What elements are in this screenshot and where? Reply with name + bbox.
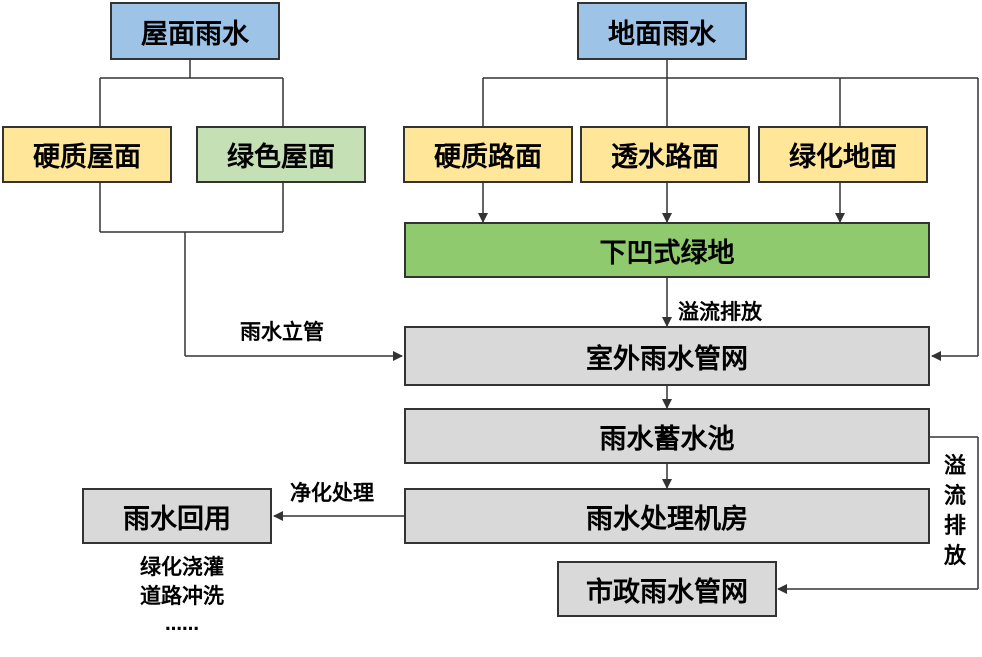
hard-road-node: 硬质路面 (403, 126, 573, 183)
reuse-label: 雨水回用 (123, 503, 231, 535)
list-item: …… (165, 615, 199, 635)
ground-rain-label: 地面雨水 (608, 18, 716, 50)
municipal-network-node: 市政雨水管网 (557, 561, 777, 617)
roof-rain-label: 屋面雨水 (141, 18, 249, 50)
green-ground-label: 绿化地面 (789, 142, 897, 173)
hard-roof-label: 硬质屋面 (33, 142, 141, 173)
outdoor-pipe-network-node: 室外雨水管网 (404, 326, 930, 386)
permeable-road-label: 透水路面 (611, 142, 719, 173)
overflow-vertical-char: 溢 (943, 454, 966, 479)
storage-tank-label: 雨水蓄水池 (599, 423, 735, 455)
overflow-vertical-char: 排 (943, 514, 966, 539)
treatment-room-node: 雨水处理机房 (404, 488, 930, 544)
reuse-node: 雨水回用 (82, 488, 272, 544)
storage-tank-node: 雨水蓄水池 (404, 408, 930, 464)
treatment-room-label: 雨水处理机房 (586, 503, 748, 535)
green-roof-label: 绿色屋面 (227, 142, 335, 173)
municipal-network-label: 市政雨水管网 (586, 576, 748, 608)
sunken-greenland-label: 下凹式绿地 (599, 237, 735, 269)
green-roof-node: 绿色屋面 (196, 126, 366, 183)
purify-label: 净化处理 (290, 481, 374, 505)
reuse-list: 绿化浇灌 道路冲洗 …… (112, 553, 252, 640)
overflow-vertical-char: 流 (943, 484, 966, 509)
list-item: 绿化浇灌 (140, 555, 224, 579)
outdoor-pipe-network-label: 室外雨水管网 (586, 343, 748, 375)
overflow-label: 溢流排放 (678, 300, 762, 324)
overflow-vertical-label: 溢 流 排 放 (940, 452, 970, 572)
roof-rain-node: 屋面雨水 (110, 2, 280, 60)
overflow-vertical-char: 放 (943, 544, 966, 569)
permeable-road-node: 透水路面 (580, 126, 750, 183)
sunken-greenland-node: 下凹式绿地 (404, 222, 930, 278)
hard-road-label: 硬质路面 (434, 142, 542, 173)
ground-rain-node: 地面雨水 (577, 2, 747, 60)
hard-roof-node: 硬质屋面 (2, 126, 172, 183)
downpipe-label: 雨水立管 (240, 320, 324, 344)
green-ground-node: 绿化地面 (758, 126, 928, 183)
list-item: 道路冲洗 (140, 584, 224, 608)
